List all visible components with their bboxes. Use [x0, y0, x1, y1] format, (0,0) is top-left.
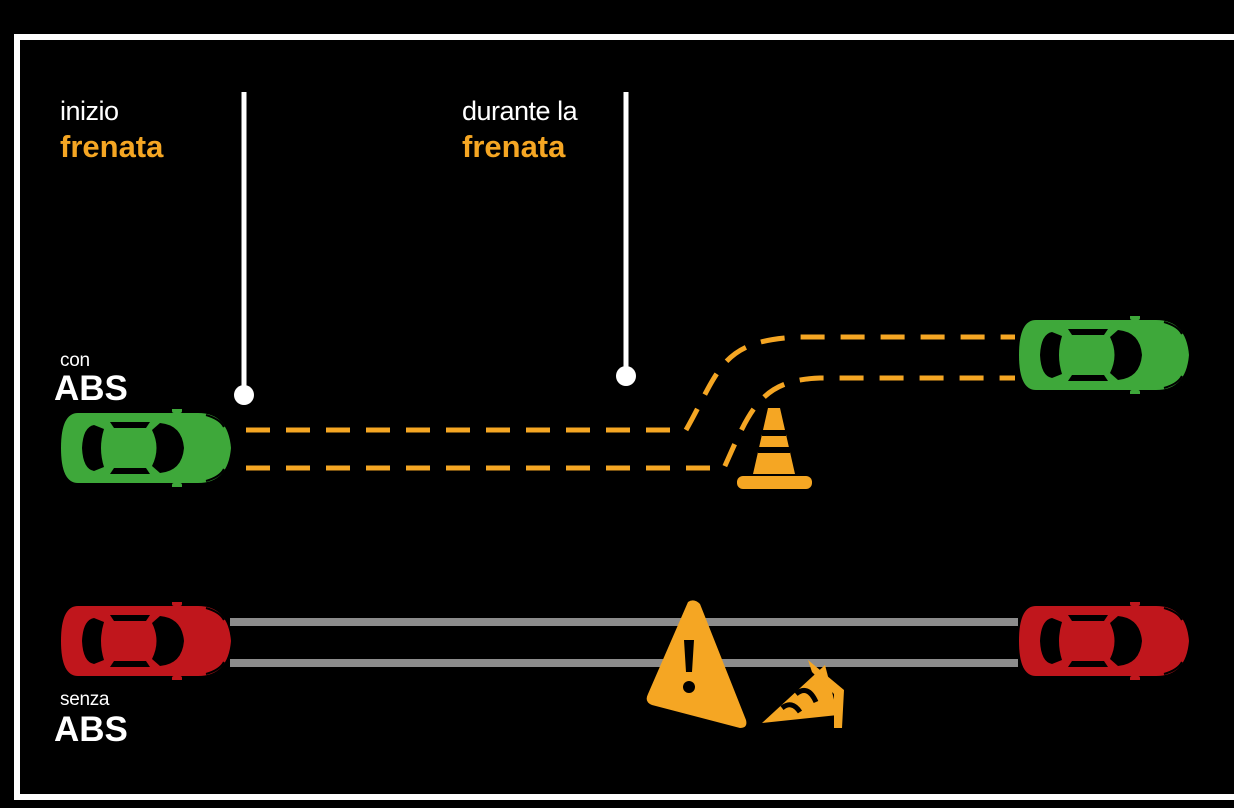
during-label-line2: frenata: [462, 131, 565, 162]
with-abs-label: ABS: [54, 371, 128, 406]
fallen-cone-icon: [762, 660, 844, 728]
red-car-icon: [1019, 600, 1189, 682]
abs-dashed-tracks: [246, 337, 1015, 468]
during-marker: [616, 92, 636, 386]
start-marker: [234, 92, 254, 405]
start-label-line2: frenata: [60, 131, 163, 162]
no-abs-skid-marks: [230, 622, 1018, 663]
with-abs-label-small: con: [60, 351, 90, 370]
green-car-icon: [1019, 314, 1189, 396]
without-abs-label: ABS: [54, 712, 128, 747]
during-label-line1: durante la: [462, 98, 577, 125]
without-abs-label-small: senza: [60, 690, 109, 709]
red-car-icon: [61, 600, 231, 682]
start-label-line1: inizio: [60, 98, 119, 125]
green-car-icon: [61, 407, 231, 489]
